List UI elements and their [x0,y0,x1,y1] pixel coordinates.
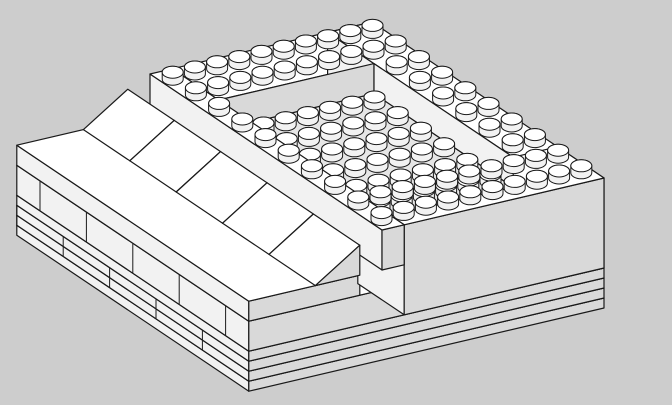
stud [407,50,430,71]
stud [300,159,323,180]
stud [386,106,409,127]
stud [432,86,455,107]
stud [318,50,341,71]
stud [208,96,231,117]
stud [413,174,436,195]
stud [370,206,393,227]
stud [183,60,206,81]
stud [273,60,296,81]
stud [384,34,407,55]
stud [341,95,364,116]
stud [228,50,251,71]
stud [524,148,547,169]
stud [409,121,432,142]
stud [339,24,362,45]
stud [229,70,252,91]
stud [317,29,340,50]
stud [365,132,388,153]
stud [294,34,317,55]
stud [344,158,367,179]
stud [570,159,593,180]
stud [369,185,392,206]
stud [295,55,318,76]
stud [321,142,344,163]
stud [431,65,454,86]
stud [361,18,384,39]
stud [385,55,408,76]
slope-brick-side [314,244,361,287]
stud [410,142,433,163]
stud [297,126,320,147]
stud [274,111,297,132]
stud [184,81,207,102]
stud [206,55,229,76]
stud [478,117,501,138]
stud [296,106,319,127]
stud [548,164,571,185]
stud [502,154,525,175]
stud [387,126,410,147]
stud [454,81,477,102]
stud [277,143,300,164]
stud [347,190,370,211]
stud [547,143,570,164]
stud [366,152,389,173]
stud [207,76,230,97]
stud [455,102,478,123]
stud [320,121,343,142]
stud [340,44,363,65]
stud [272,39,295,60]
stud [161,65,184,86]
stud [503,174,526,195]
stud [324,174,347,195]
stud [437,190,460,211]
stud [362,39,385,60]
stud [342,116,365,137]
stud [388,147,411,168]
stud [458,164,481,185]
stud [391,180,414,201]
stud [414,195,437,216]
front-wall-right-face [381,224,405,271]
stud [481,180,504,201]
stud [436,169,459,190]
stud [319,100,342,121]
stud [392,200,415,221]
stud [433,137,456,158]
stud [363,90,386,111]
stud [408,70,431,91]
stud [525,169,548,190]
stud [250,44,273,65]
stud [254,128,277,149]
stud [500,112,523,133]
stud [364,111,387,132]
stud [231,112,254,133]
stud [501,133,524,154]
stud [251,65,274,86]
stud [477,96,500,117]
stud [480,159,503,180]
stud [343,137,366,158]
stud [456,152,479,173]
stud [459,185,482,206]
stud [523,128,546,149]
